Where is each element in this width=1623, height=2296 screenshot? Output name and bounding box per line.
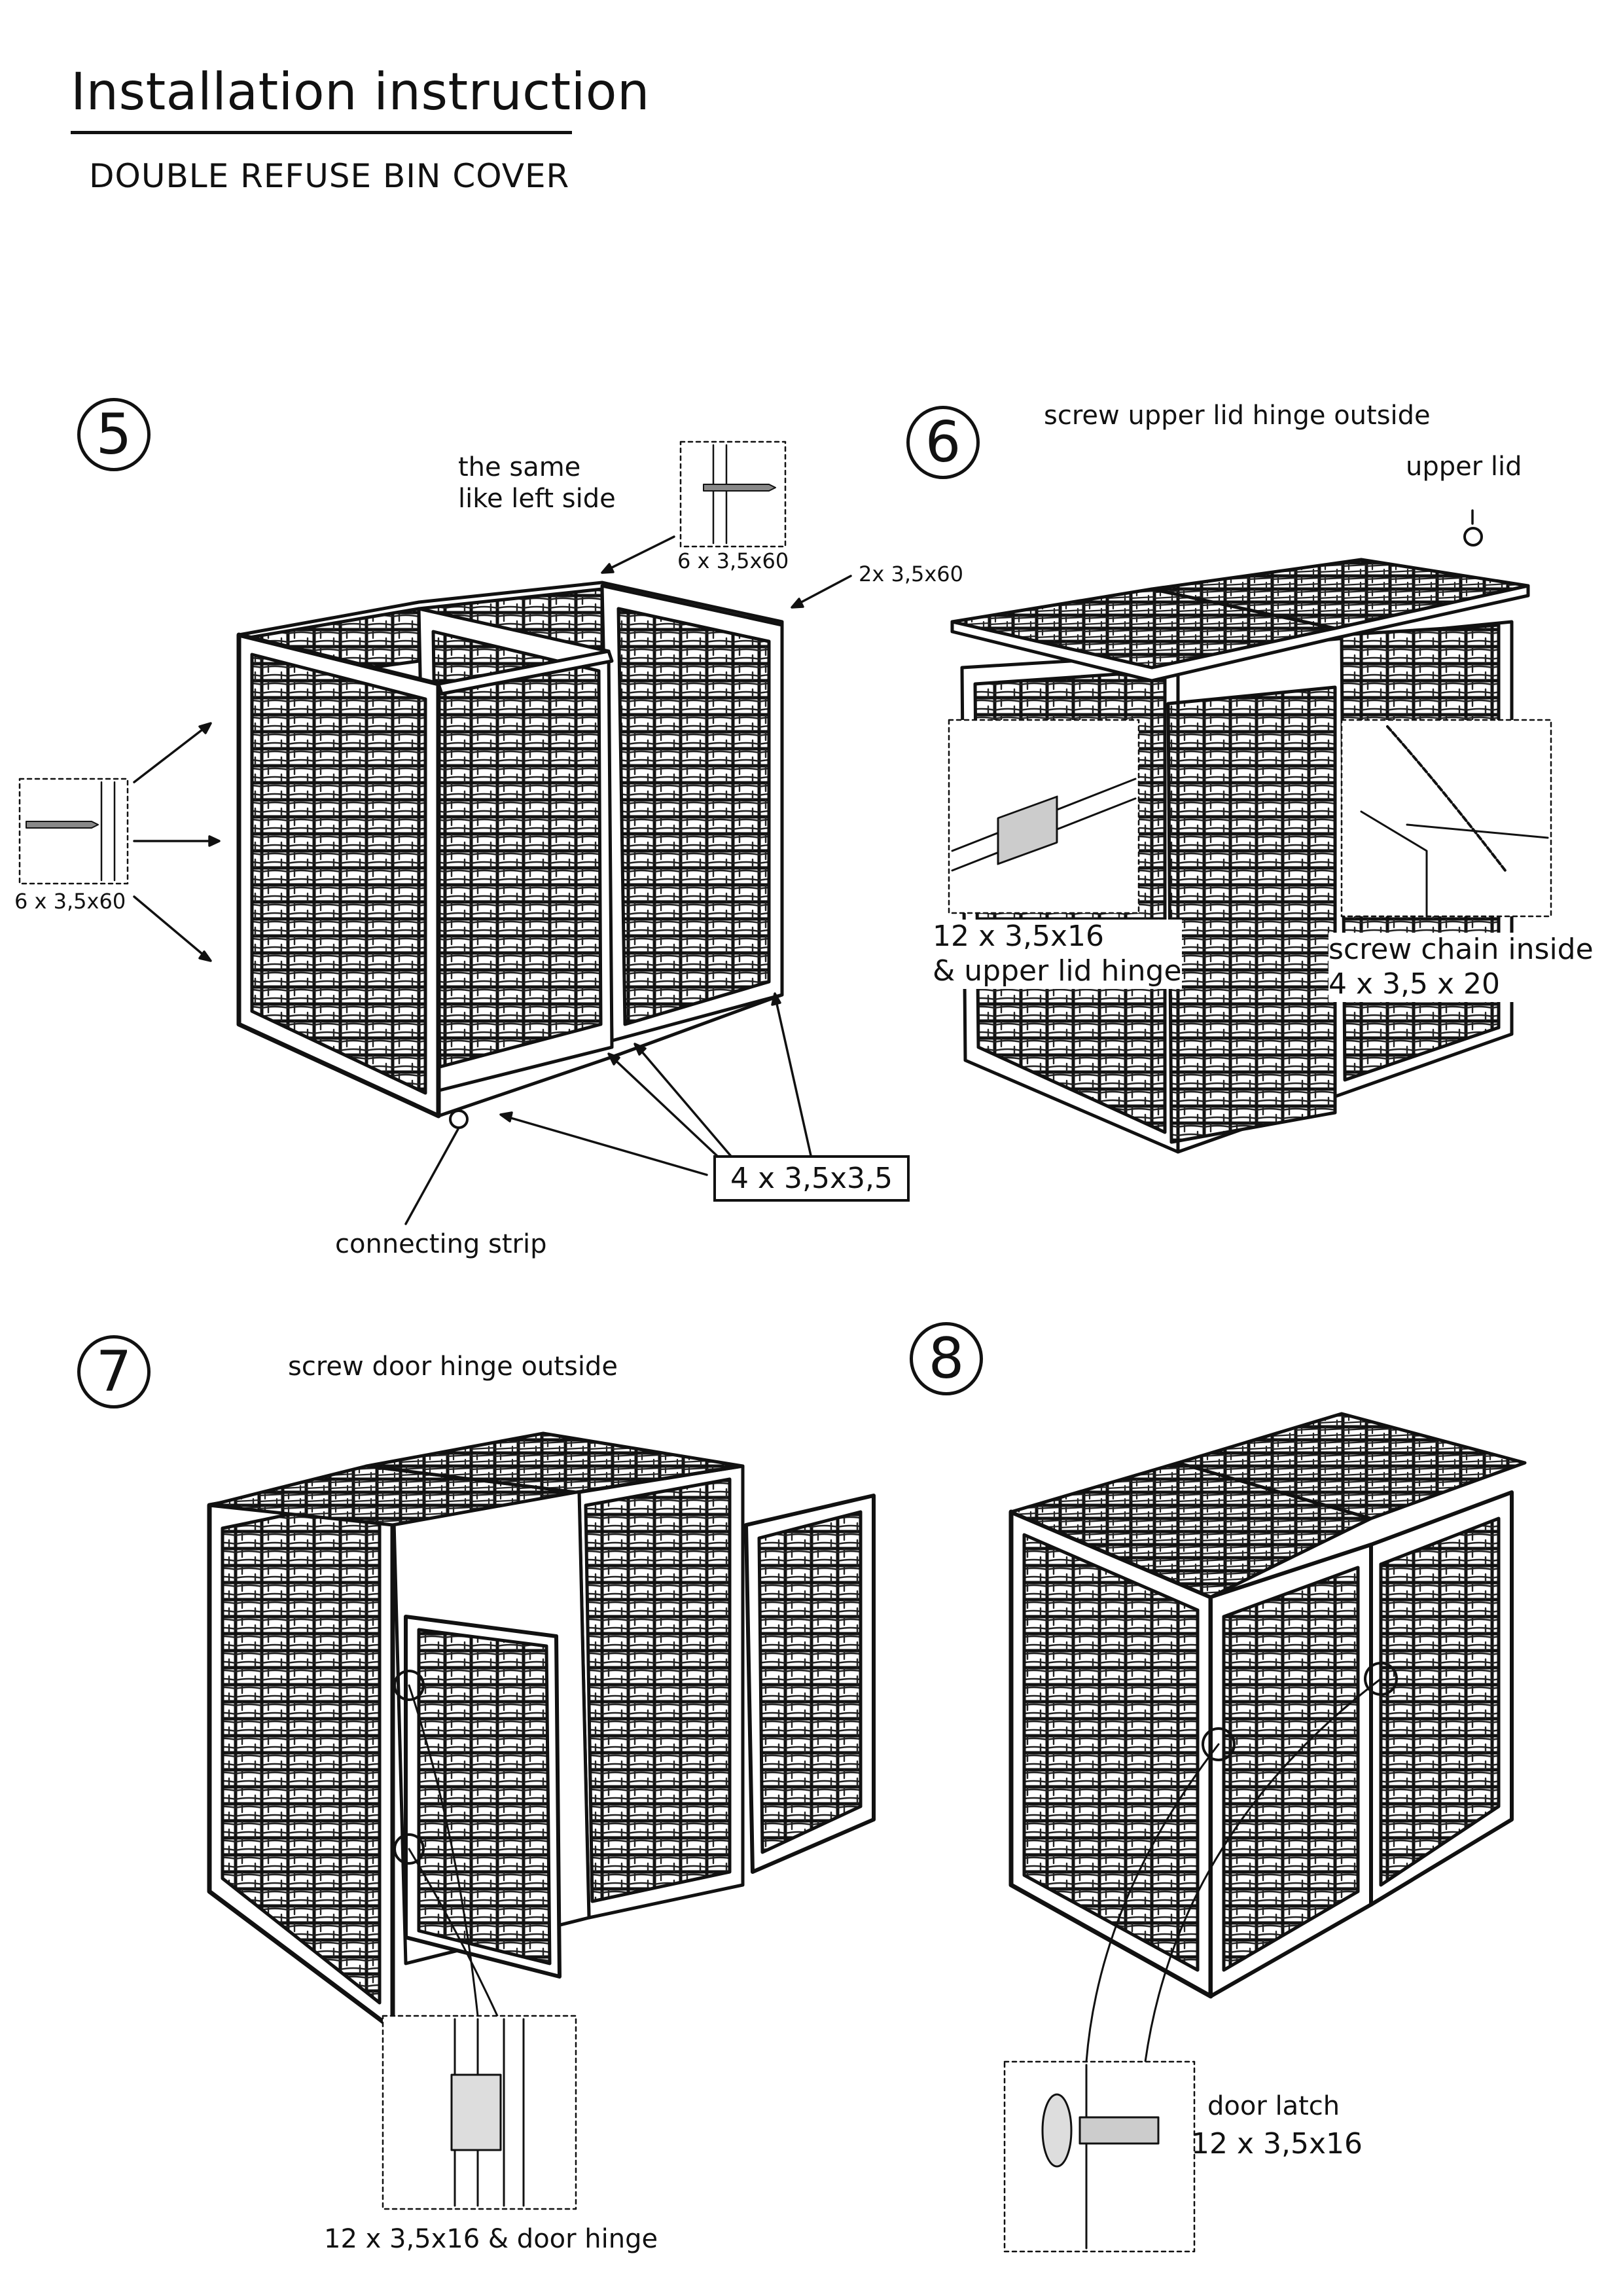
step8-latch-spec: 12 x 3,5x16 bbox=[1191, 2127, 1363, 2161]
document-title: Installation instruction bbox=[71, 63, 650, 122]
document-subtitle: DOUBLE REFUSE BIN COVER bbox=[89, 157, 570, 195]
step5-drawing bbox=[236, 581, 784, 1119]
step8-latch-label: door latch bbox=[1207, 2091, 1340, 2121]
step5-screw-side-spec: 2x 3,5x60 bbox=[859, 562, 964, 586]
step-5-badge: 5 bbox=[77, 398, 151, 471]
step5-quantity-box: 4 x 3,5x3,5 bbox=[713, 1155, 910, 1202]
step6-chain-spec: screw chain inside 4 x 3,5 x 20 bbox=[1329, 933, 1594, 1002]
step7-hinge-spec: 12 x 3,5x16 & door hinge bbox=[324, 2224, 658, 2254]
step5-connecting-strip-label: connecting strip bbox=[335, 1229, 547, 1259]
step5-screw-detail-top bbox=[679, 440, 787, 548]
step6-hinge-spec: 12 x 3,5x16 & upper lid hinge bbox=[933, 920, 1182, 989]
step5-screw-left-spec: 6 x 3,5x60 bbox=[14, 889, 126, 914]
step6-upper-lid-marker bbox=[1463, 527, 1483, 547]
step5-connecting-strip-marker bbox=[449, 1109, 469, 1129]
step7-instruction: screw door hinge outside bbox=[288, 1352, 618, 1382]
title-underline bbox=[71, 131, 572, 134]
step-6-badge: 6 bbox=[906, 406, 980, 479]
step7-drawing bbox=[207, 1431, 876, 2032]
step5-screw-top-spec: 6 x 3,5x60 bbox=[677, 548, 789, 573]
step8-drawing bbox=[1008, 1412, 1527, 1999]
step-8-badge: 8 bbox=[910, 1322, 983, 1395]
step-7-badge: 7 bbox=[77, 1335, 151, 1408]
step5-same-side-note: the same like left side bbox=[458, 452, 616, 514]
step6-upper-lid-label: upper lid bbox=[1406, 452, 1522, 482]
step6-instruction: screw upper lid hinge outside bbox=[1044, 401, 1431, 431]
